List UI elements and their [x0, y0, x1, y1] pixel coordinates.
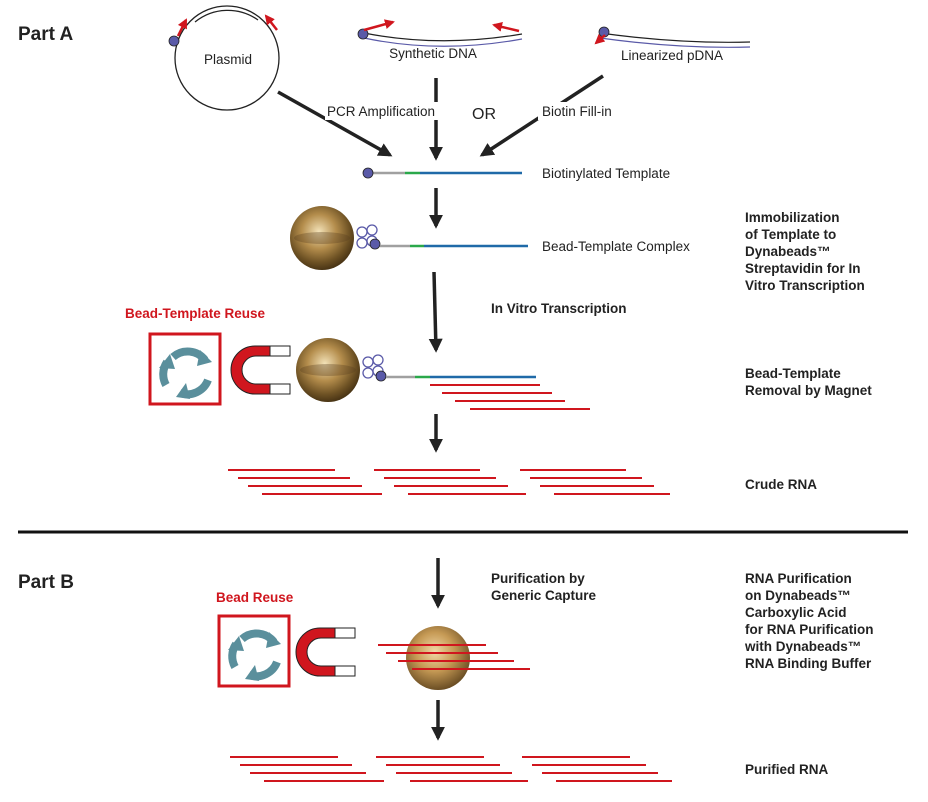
crude-rna-label: Crude RNA [745, 477, 817, 492]
carboxylic-bead [378, 626, 530, 690]
svg-text:for RNA Purification: for RNA Purification [745, 622, 874, 637]
magnet-icon [230, 345, 291, 395]
recycle-icon [148, 332, 222, 406]
linearized-pdna-icon [594, 26, 751, 48]
streptavidin-icon [356, 224, 378, 249]
svg-text:Carboxylic Acid: Carboxylic Acid [745, 605, 847, 620]
recycle-icon-b [217, 614, 291, 688]
bead-template-rna [296, 338, 590, 410]
bead-template-complex-label: Bead-Template Complex [542, 239, 690, 254]
ivt-label: In Vitro Transcription [491, 301, 627, 316]
svg-text:Vitro Transcription: Vitro Transcription [745, 278, 865, 293]
removal-text: Bead-Template Removal by Magnet [745, 366, 872, 398]
svg-text:with Dynabeads™: with Dynabeads™ [744, 639, 861, 654]
arrow-ivt [428, 271, 443, 353]
magnet-icon-b [295, 627, 356, 677]
purified-rna-label: Purified RNA [745, 762, 829, 777]
svg-text:Immobilization: Immobilization [745, 210, 840, 225]
synthetic-dna-label: Synthetic DNA [389, 46, 477, 61]
biotinylated-template [362, 167, 522, 179]
immobilization-text: Immobilization of Template to Dynabeads™… [745, 210, 865, 293]
synthetic-dna-icon [357, 19, 523, 47]
rna-purification-text: RNA Purification on Dynabeads™ Carboxyli… [744, 571, 874, 671]
arrow-pcr [277, 90, 393, 157]
purified-rna-strands [230, 756, 672, 782]
svg-text:on Dynabeads™: on Dynabeads™ [745, 588, 851, 603]
svg-text:RNA Purification: RNA Purification [745, 571, 852, 586]
purification-step-text: Purification by Generic Capture [491, 571, 597, 603]
pcr-label: PCR Amplification [327, 104, 435, 119]
plasmid-icon [168, 5, 280, 111]
svg-text:of Template to: of Template to [745, 227, 836, 242]
svg-text:Removal by Magnet: Removal by Magnet [745, 383, 872, 398]
or-label: OR [472, 106, 496, 123]
biotin-fill-label: Biotin Fill-in [542, 104, 612, 119]
bead-reuse-label: Bead Reuse [216, 590, 294, 605]
biotinylated-template-label: Biotinylated Template [542, 166, 670, 181]
svg-text:Streptavidin for In: Streptavidin for In [745, 261, 861, 276]
svg-text:Dynabeads™: Dynabeads™ [745, 244, 831, 259]
crude-rna-strands [228, 469, 670, 495]
svg-text:Purification by: Purification by [491, 571, 585, 586]
svg-text:RNA Binding Buffer: RNA Binding Buffer [745, 656, 872, 671]
svg-text:Bead-Template: Bead-Template [745, 366, 841, 381]
part-a-title: Part A [18, 24, 74, 45]
bead-template-complex [290, 206, 528, 270]
linearized-pdna-label: Linearized pDNA [621, 48, 723, 63]
part-b-title: Part B [18, 572, 74, 593]
plasmid-label: Plasmid [204, 52, 252, 67]
bead-template-reuse-label: Bead-Template Reuse [125, 306, 266, 321]
svg-text:Generic Capture: Generic Capture [491, 588, 597, 603]
